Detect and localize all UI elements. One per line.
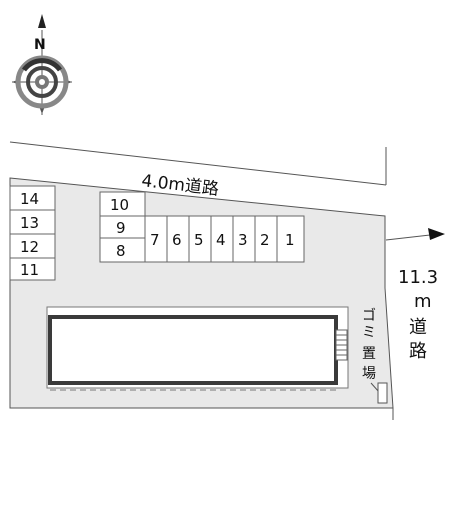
- parking-space-14: 14: [20, 190, 39, 208]
- right-road-char-0: 道: [409, 317, 427, 338]
- garbage-area-char-3: 場: [362, 366, 376, 382]
- top-road-edge: [9, 141, 387, 186]
- garbage-station-icon: [370, 382, 388, 404]
- parking-space-2: 2: [260, 231, 270, 249]
- parking-left-column: 14 13 12 11: [9, 185, 56, 281]
- right-road-line: [385, 234, 431, 241]
- parking-space-12: 12: [20, 238, 39, 256]
- parking-space-9: 9: [116, 219, 126, 237]
- garbage-area-char-1: ミ: [362, 325, 376, 341]
- right-road-char-1: 路: [409, 341, 427, 362]
- parking-space-13: 13: [20, 214, 39, 232]
- parking-space-11: 11: [20, 261, 39, 279]
- parking-mid-column: 10 9 8: [99, 191, 146, 263]
- parking-space-8: 8: [116, 242, 126, 260]
- parking-row: 7 6 5 4 3 2 1: [144, 215, 305, 263]
- parking-space-6: 6: [172, 231, 182, 249]
- right-road-width: 11.3: [398, 267, 438, 288]
- compass-north-label: N: [34, 37, 46, 53]
- right-road-unit: m: [414, 291, 432, 312]
- garbage-area-char-2: 置: [362, 346, 376, 362]
- parking-space-1: 1: [285, 231, 295, 249]
- compass-icon: N: [12, 14, 72, 115]
- parking-space-3: 3: [238, 231, 248, 249]
- parking-space-7: 7: [150, 231, 160, 249]
- parking-space-5: 5: [194, 231, 204, 249]
- building: [46, 306, 349, 391]
- parking-space-4: 4: [216, 231, 226, 249]
- stairs-icon: [335, 329, 348, 361]
- garbage-area-char-0: ゴ: [362, 307, 376, 324]
- road-arrow-icon: [428, 228, 445, 240]
- parking-space-10: 10: [110, 196, 129, 214]
